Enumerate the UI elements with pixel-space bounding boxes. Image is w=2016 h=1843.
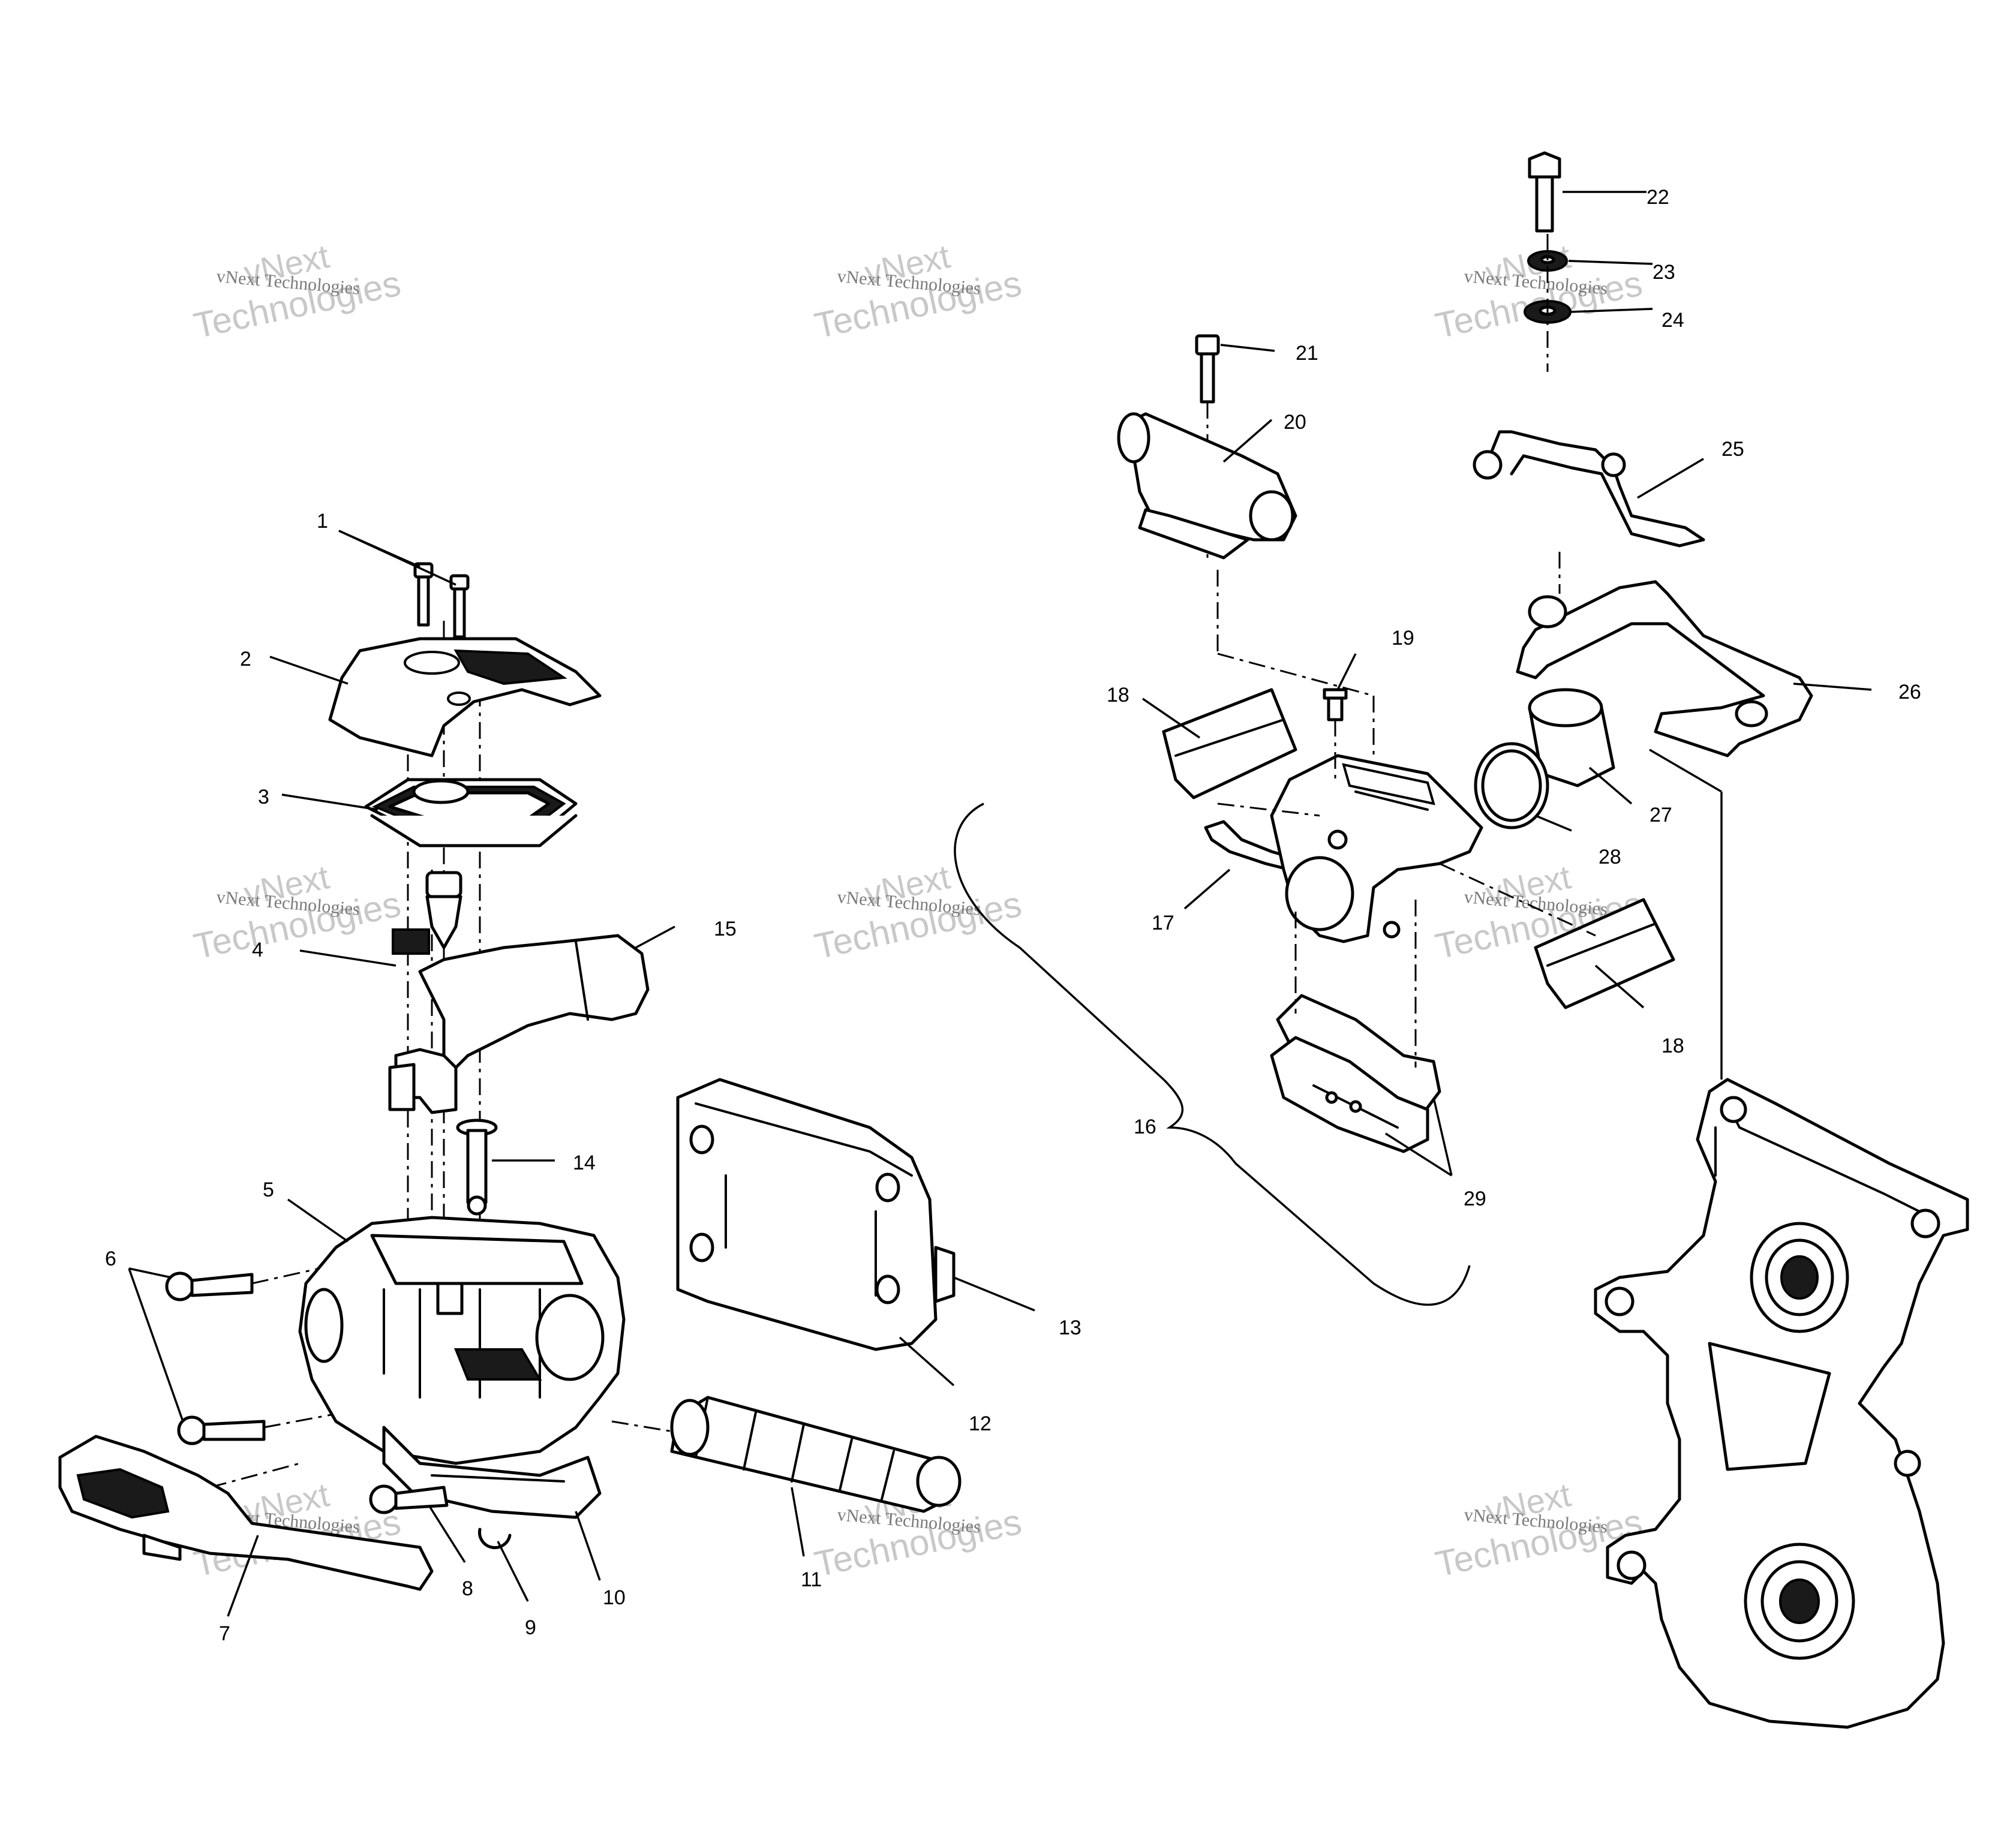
dash-20-to-16-b (1217, 653, 1374, 697)
part-15-throttle-lever (388, 934, 650, 1114)
part-16-caliper (1270, 754, 1483, 943)
chaincase-housing (1594, 1078, 1969, 1729)
callout-21: 21 (1296, 342, 1318, 365)
callout-15: 15 (714, 918, 737, 940)
part-22-bolt (1528, 151, 1561, 233)
callout-7: 7 (219, 1622, 230, 1645)
callout-2: 2 (240, 648, 251, 671)
part-12-cover (676, 1078, 956, 1351)
callout-16: 16 (1134, 1116, 1156, 1138)
callout-10: 10 (603, 1586, 626, 1609)
part-18-shim-bottom (1534, 898, 1675, 1009)
callout-18b: 18 (1662, 1035, 1684, 1057)
part-14-pivot-pin (456, 1119, 498, 1216)
callout-29: 29 (1464, 1187, 1486, 1210)
callout-23: 23 (1653, 261, 1675, 284)
callout-8: 8 (462, 1577, 473, 1600)
callout-20: 20 (1284, 411, 1306, 434)
callout-14: 14 (573, 1152, 596, 1174)
callout-13: 13 (1059, 1316, 1081, 1339)
callout-12: 12 (969, 1412, 992, 1435)
callout-4: 4 (252, 939, 263, 961)
plunger (425, 871, 462, 949)
callout-9: 9 (525, 1616, 536, 1639)
callout-24: 24 (1662, 309, 1684, 332)
callout-18a: 18 (1107, 684, 1129, 706)
callout-labels: 1 2 3 4 5 6 7 8 9 10 11 12 13 14 15 16 1… (105, 186, 1921, 1645)
dash-18-b (1439, 862, 1596, 937)
callout-3: 3 (258, 786, 269, 808)
leader-26-to-case-b (1649, 748, 1722, 793)
part-1-screws (413, 562, 470, 639)
callout-5: 5 (263, 1178, 274, 1201)
callout-6: 6 (105, 1247, 116, 1270)
part-2-top-cover (328, 637, 602, 757)
part-20-reservoir (1117, 412, 1297, 560)
callout-17: 17 (1152, 912, 1174, 934)
part-25-spring-clip (1473, 430, 1705, 548)
group-bracket-16 (954, 802, 1471, 1306)
part-9-clip (478, 1528, 512, 1549)
part-19-bleeder (1323, 688, 1348, 780)
callout-28: 28 (1599, 846, 1621, 868)
callout-19: 19 (1392, 627, 1414, 650)
part-5-housing (298, 1216, 626, 1465)
part-18-shim-top (1162, 688, 1297, 799)
part-8-screw (369, 1484, 449, 1514)
part-26-bracket (1516, 580, 1813, 757)
callout-22: 22 (1647, 186, 1669, 209)
callout-27: 27 (1650, 804, 1672, 826)
part-29-brake-pads (1270, 994, 1441, 1153)
part-11-grip (670, 1396, 962, 1513)
part-3-gasket (364, 778, 578, 847)
part-4-spring (392, 928, 430, 955)
part-28-seal (1474, 742, 1549, 829)
part-7-brake-lever (58, 1435, 434, 1591)
callout-25: 25 (1721, 438, 1744, 461)
callout-1: 1 (317, 510, 328, 533)
callout-11: 11 (801, 1568, 822, 1591)
leader-lines (128, 191, 1872, 1617)
callout-26: 26 (1898, 681, 1921, 703)
part-6-screws (165, 1271, 266, 1445)
